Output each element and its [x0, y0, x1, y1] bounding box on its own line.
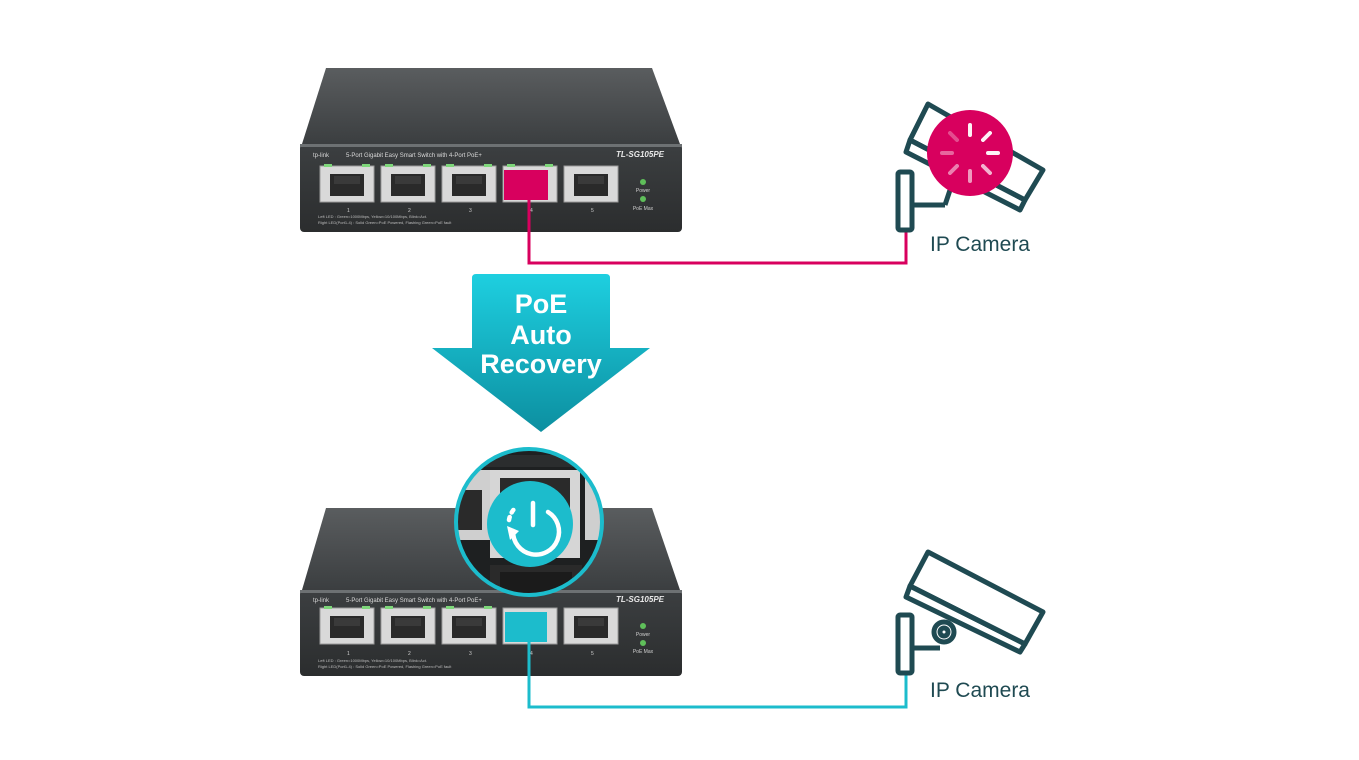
top-port-number-2: 2: [408, 208, 411, 214]
top-switch-model: TL-SG105PE: [616, 150, 665, 159]
bottom-poe-max-label: PoE Max: [633, 649, 654, 655]
bottom-port-number-5: 5: [591, 651, 594, 657]
top-switch: tp-link 5-Port Gigabit Easy Smart Switch…: [300, 68, 682, 232]
top-poe-max-label: PoE Max: [633, 206, 654, 212]
top-legend-line1: Left LED : Green=1000Mbps, Yellow=10/100…: [318, 214, 427, 219]
top-power-label: Power: [636, 188, 651, 194]
port-zoom-inset: [454, 447, 604, 597]
poe-auto-recovery-arrow: PoE Auto Recovery: [432, 274, 650, 432]
top-port-2: [380, 164, 436, 203]
bottom-legend-line2: Right LED(Port1-4) : Solid Green=PoE Pow…: [318, 664, 452, 669]
bottom-port-number-3: 3: [469, 651, 472, 657]
bottom-power-label: Power: [636, 632, 651, 638]
arrow-text-line2: Auto: [510, 320, 571, 350]
bottom-camera-icon: [895, 549, 1046, 676]
top-switch-lid: [302, 68, 680, 144]
bottom-port-number-2: 2: [408, 651, 411, 657]
top-port-4-fault: [502, 164, 558, 203]
top-port-1: [319, 164, 375, 203]
top-poe-max-led: [640, 196, 646, 202]
top-cable: [527, 200, 908, 265]
bottom-switch-brand: tp-link: [313, 598, 330, 604]
top-port-3: [441, 164, 497, 203]
bottom-port-4-recovered: [502, 607, 558, 645]
top-port-number-1: 1: [347, 208, 350, 214]
bottom-power-led: [640, 623, 646, 629]
top-port-number-4: 4: [530, 208, 533, 214]
bottom-port-5: [563, 607, 619, 645]
bottom-port-1: [319, 606, 375, 645]
top-port-number-3: 3: [469, 208, 472, 214]
bottom-port-number-1: 1: [347, 651, 350, 657]
top-switch-brand: tp-link: [313, 153, 330, 159]
bottom-port-3: [441, 606, 497, 645]
bottom-port-number-4: 4: [530, 651, 533, 657]
bottom-port-2: [380, 606, 436, 645]
top-port-5: [563, 165, 619, 203]
bottom-camera-label: IP Camera: [930, 679, 1030, 702]
bottom-switch-model: TL-SG105PE: [616, 595, 665, 604]
power-restart-icon: [506, 500, 562, 557]
top-switch-description: 5-Port Gigabit Easy Smart Switch with 4-…: [346, 153, 482, 159]
bottom-legend-line1: Left LED : Green=1000Mbps, Yellow=10/100…: [318, 658, 427, 663]
loading-spinner-icon: [940, 123, 1000, 183]
top-power-led: [640, 179, 646, 185]
arrow-text-line1: PoE: [515, 289, 568, 319]
bottom-cable: [527, 642, 908, 709]
top-port-number-5: 5: [591, 208, 594, 214]
bottom-switch-description: 5-Port Gigabit Easy Smart Switch with 4-…: [346, 598, 482, 604]
top-camera-fault-badge: [927, 110, 1013, 196]
bottom-poe-max-led: [640, 640, 646, 646]
top-camera-label: IP Camera: [930, 233, 1030, 256]
top-legend-line2: Right LED(Port1-4) : Solid Green=PoE Pow…: [318, 220, 452, 225]
arrow-text-line3: Recovery: [480, 349, 602, 379]
